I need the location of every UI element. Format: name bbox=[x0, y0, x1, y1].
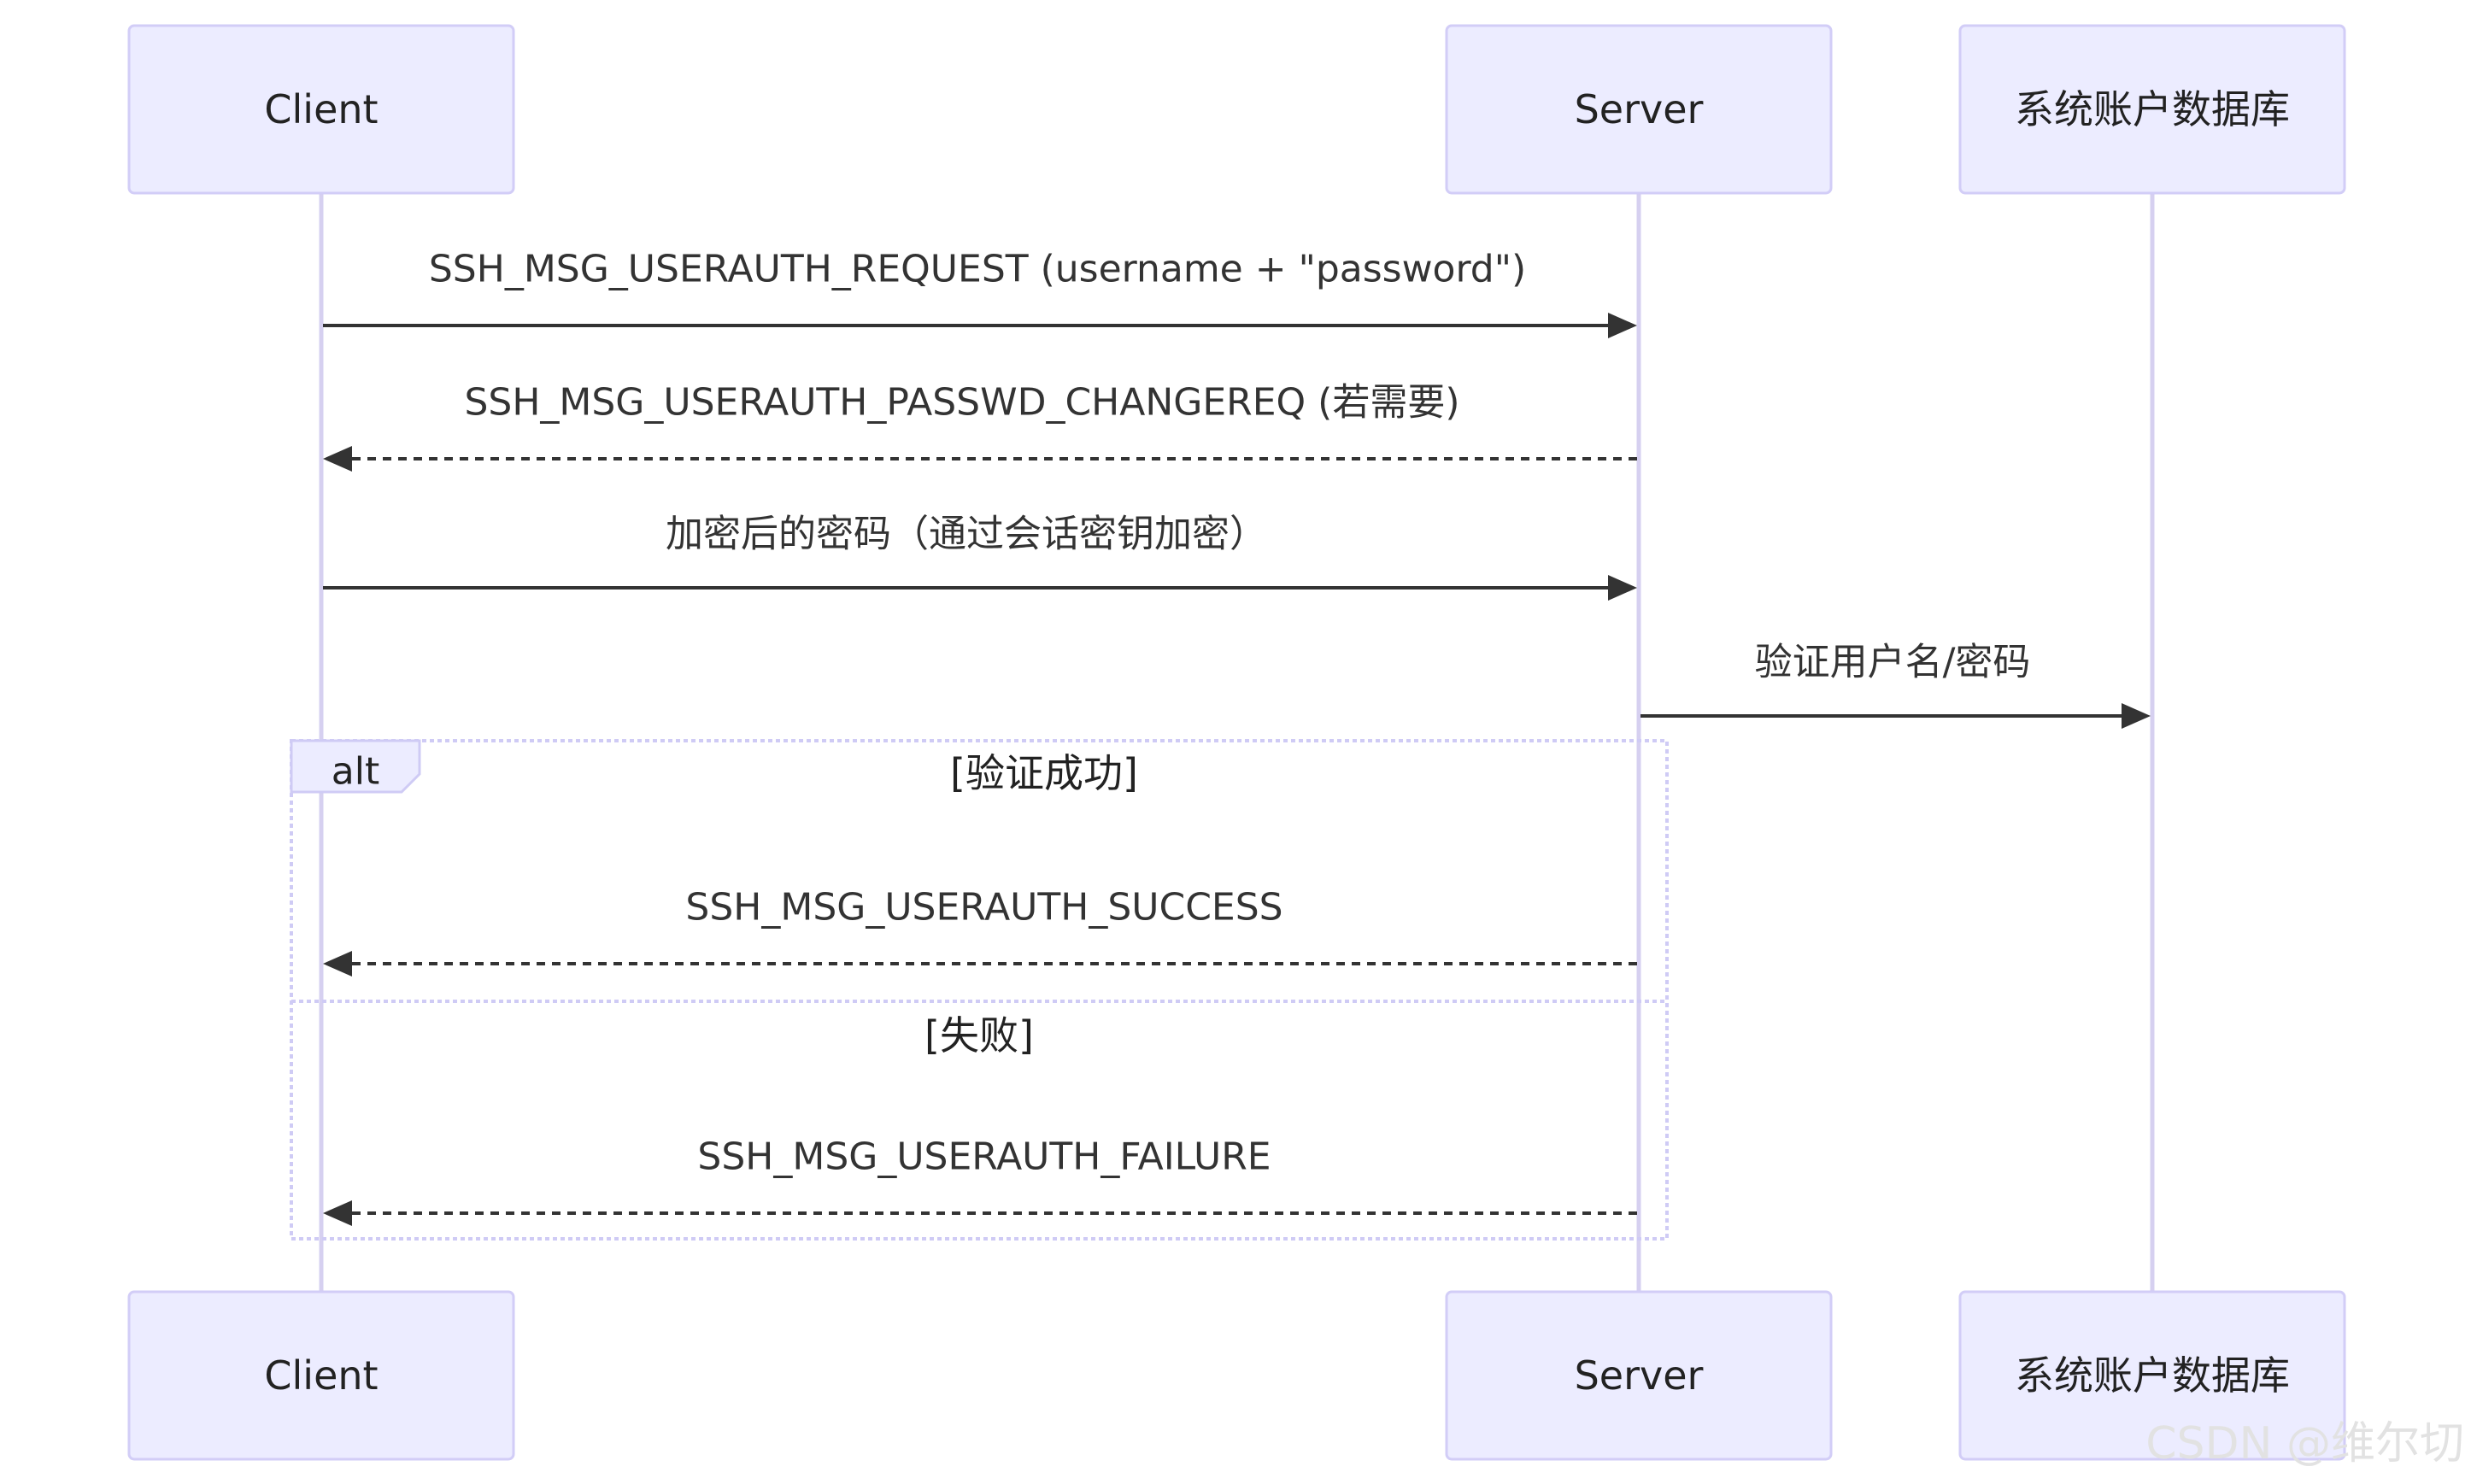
arrowhead-icon bbox=[323, 951, 352, 977]
message-label: 验证用户名/密码 bbox=[1755, 641, 2031, 684]
actor-client-bottom: Client bbox=[127, 1290, 515, 1461]
watermark-text: CSDN @维尔切 bbox=[2145, 1418, 2464, 1469]
message-passwd-changereq: SSH_MSG_USERAUTH_PASSWD_CHANGEREQ (若需要) bbox=[323, 381, 1637, 472]
actor-box bbox=[127, 1290, 515, 1461]
actor-label: 系统账户数据库 bbox=[2015, 86, 2290, 132]
message-encrypted-password: 加密后的密码（通过会话密钥加密） bbox=[323, 513, 1637, 601]
actor-box bbox=[1958, 1290, 2346, 1461]
message-userauth-success: SSH_MSG_USERAUTH_SUCCESS bbox=[323, 886, 1637, 977]
arrowhead-icon bbox=[2122, 703, 2151, 729]
message-label: SSH_MSG_USERAUTH_FAILURE bbox=[697, 1135, 1271, 1179]
alt-condition-success: [验证成功] bbox=[950, 750, 1138, 796]
message-userauth-failure: SSH_MSG_USERAUTH_FAILURE bbox=[323, 1135, 1637, 1226]
alt-keyword-tab bbox=[290, 739, 421, 794]
arrowhead-icon bbox=[1608, 313, 1637, 338]
actor-box bbox=[127, 24, 515, 195]
message-verify-credentials: 验证用户名/密码 bbox=[1640, 641, 2151, 729]
actor-server-top: Server bbox=[1445, 24, 1833, 195]
actor-label: Server bbox=[1575, 86, 1704, 132]
actor-label: Server bbox=[1575, 1352, 1704, 1399]
actor-db-top: 系统账户数据库 bbox=[1958, 24, 2346, 195]
actor-box bbox=[1445, 24, 1833, 195]
message-userauth-request: SSH_MSG_USERAUTH_REQUEST (username + "pa… bbox=[323, 248, 1637, 338]
actor-client-top: Client bbox=[127, 24, 515, 195]
message-label: SSH_MSG_USERAUTH_SUCCESS bbox=[685, 886, 1282, 930]
arrowhead-icon bbox=[323, 1200, 352, 1226]
actor-label: Client bbox=[264, 86, 378, 132]
actor-box bbox=[1958, 24, 2346, 195]
alt-frame: alt [验证成功] [失败] bbox=[290, 739, 1669, 1241]
arrowhead-icon bbox=[323, 446, 352, 472]
actor-box bbox=[1445, 1290, 1833, 1461]
message-label: 加密后的密码（通过会话密钥加密） bbox=[666, 513, 1267, 556]
actor-server-bottom: Server bbox=[1445, 1290, 1833, 1461]
message-label: SSH_MSG_USERAUTH_PASSWD_CHANGEREQ (若需要) bbox=[464, 381, 1459, 425]
actor-label: Client bbox=[264, 1352, 378, 1399]
actor-db-bottom: 系统账户数据库 bbox=[1958, 1290, 2346, 1461]
message-label: SSH_MSG_USERAUTH_REQUEST (username + "pa… bbox=[429, 248, 1526, 291]
alt-keyword-label: alt bbox=[332, 750, 379, 794]
actor-label: 系统账户数据库 bbox=[2015, 1352, 2290, 1399]
arrowhead-icon bbox=[1608, 575, 1637, 601]
alt-frame-border bbox=[290, 739, 1669, 1241]
alt-condition-failure: [失败] bbox=[924, 1012, 1034, 1059]
